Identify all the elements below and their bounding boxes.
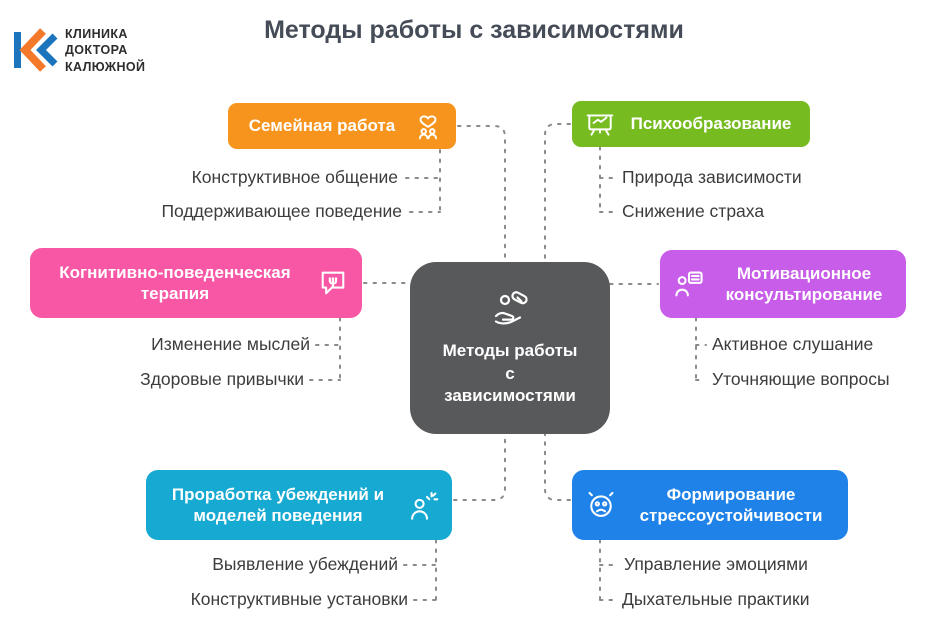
center-label: Методы работы с зависимостями	[443, 340, 578, 409]
logo-line: КЛИНИКА	[65, 27, 128, 41]
branch-title-motivation: Мотивационное консультирование	[725, 263, 883, 304]
page-title: Методы работы с зависимостями	[264, 16, 684, 44]
sub-item-family-2: Поддерживающее поведение	[161, 201, 402, 221]
sub-item-beliefs-1: Выявление убеждений	[212, 554, 398, 574]
pill-in-hand-icon	[488, 288, 532, 332]
center-label-line: с	[505, 363, 515, 383]
logo-line: ДОКТОРА	[65, 43, 128, 58]
connector-family-center	[457, 125, 506, 263]
branch-node-beliefs: Проработка убеждений и моделей поведения	[146, 470, 452, 540]
connector-stress-items	[599, 539, 619, 601]
person-sparks-icon	[407, 489, 439, 521]
center-label-line: зависимостями	[444, 386, 576, 406]
connector-cbt-items	[309, 317, 341, 381]
center-label-line: Методы работы	[442, 340, 578, 360]
connector-beliefs-center	[453, 433, 506, 501]
branch-node-family: Семейная работа	[228, 103, 456, 149]
stressed-face-icon	[585, 489, 617, 521]
branch-title-beliefs: Проработка убеждений и моделей поведения	[171, 484, 385, 525]
branch-node-cbt: Когнитивно-поведенческая терапия ψ	[30, 248, 362, 318]
sub-item-stress-1: Управление эмоциями	[624, 554, 808, 574]
heart-with-people-icon	[413, 111, 443, 141]
connector-stress-center	[544, 433, 571, 501]
branch-node-psychoeducation: Психообразование	[572, 101, 810, 147]
connector-psycho-items	[599, 146, 617, 213]
branch-node-motivation: Мотивационное консультирование	[660, 250, 906, 318]
connector-psycho-center	[544, 123, 571, 263]
svg-text:ψ: ψ	[328, 273, 338, 288]
connector-beliefs-items	[403, 539, 437, 601]
connector-family-items	[405, 149, 441, 213]
presentation-board-icon	[585, 109, 615, 139]
branch-title-psychoeducation: Психообразование	[630, 114, 792, 134]
center-node: Методы работы с зависимостями	[410, 262, 610, 434]
sub-item-family-1: Конструктивное общение	[191, 167, 398, 187]
psi-speech-bubble-icon: ψ	[317, 267, 349, 299]
clinic-logo: КЛИНИКА ДОКТОРА КАЛЮЖНОЙ	[12, 26, 145, 75]
branch-title-family: Семейная работа	[248, 116, 396, 136]
person-checklist-icon	[673, 268, 705, 300]
clinic-logo-mark-icon	[14, 28, 58, 73]
logo-line: КАЛЮЖНОЙ	[65, 59, 146, 74]
sub-item-cbt-2: Здоровые привычки	[140, 369, 304, 389]
sub-item-psychoeducation-2: Снижение страха	[622, 201, 765, 221]
branch-title-stress: Формирование стрессоустойчивости	[639, 484, 823, 525]
branch-node-stress: Формирование стрессоустойчивости	[572, 470, 848, 540]
sub-item-cbt-1: Изменение мыслей	[151, 334, 310, 354]
sub-item-motivation-1: Активное слушание	[712, 334, 874, 354]
sub-item-beliefs-2: Конструктивные установки	[190, 589, 408, 609]
sub-item-stress-2: Дыхательные практики	[622, 589, 810, 609]
connector-motivation-items	[695, 317, 707, 381]
clinic-logo-text: КЛИНИКА ДОКТОРА КАЛЮЖНОЙ	[65, 26, 145, 75]
sub-item-motivation-2: Уточняющие вопросы	[712, 369, 890, 389]
sub-item-psychoeducation-1: Природа зависимости	[622, 167, 802, 187]
branch-title-cbt: Когнитивно-поведенческая терапия	[59, 262, 291, 303]
